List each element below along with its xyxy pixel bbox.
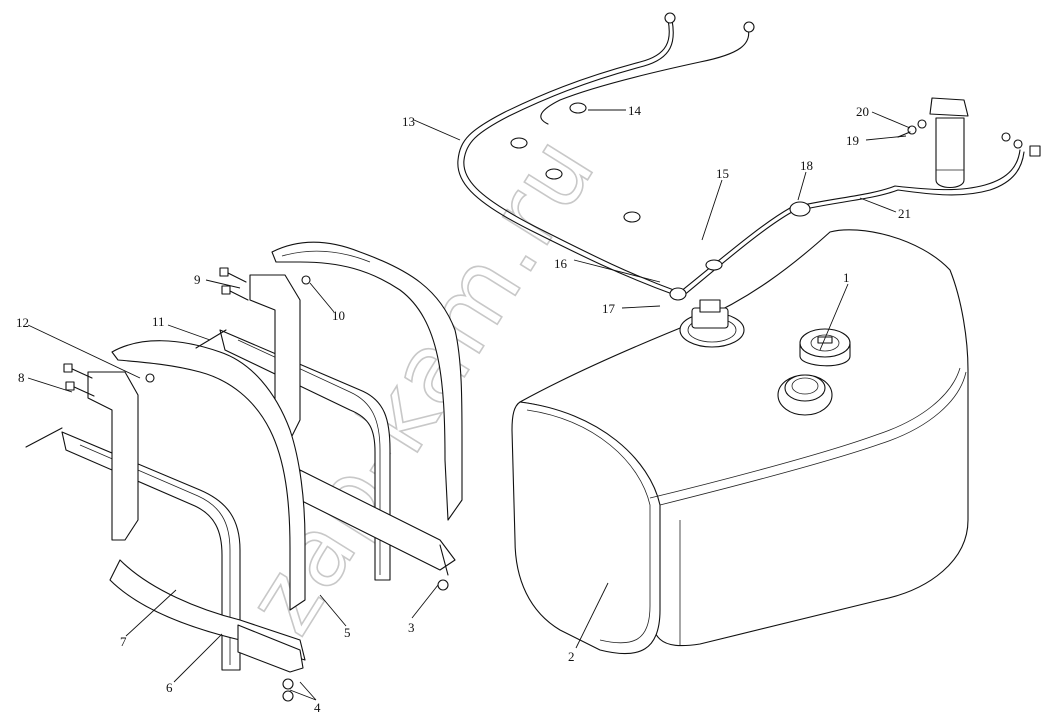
fuel-cap: [799, 328, 851, 367]
fuel-lines: [457, 12, 1025, 301]
rear-bracket-frame: [219, 274, 456, 591]
label-12: 12: [16, 315, 29, 330]
label-7: 7: [120, 634, 127, 649]
rear-strap: [271, 241, 463, 521]
label-19: 19: [846, 133, 859, 148]
label-5: 5: [344, 625, 351, 640]
label-4: 4: [314, 700, 321, 715]
fuel-filter: [897, 97, 1041, 189]
label-3: 3: [408, 620, 415, 635]
label-10: 10: [332, 308, 345, 323]
label-6: 6: [166, 680, 173, 695]
pipe-clips: [510, 102, 723, 271]
label-8: 8: [18, 370, 25, 385]
bolts: [25, 267, 311, 448]
fuel-tank: [511, 229, 969, 655]
label-1: 1: [843, 270, 850, 285]
label-11: 11: [152, 314, 165, 329]
label-17: 17: [602, 301, 616, 316]
front-strap: [111, 340, 306, 611]
part-number-labels: 1 2 3 4 5 6 7 8 9 10 11 12 13 14 15 16 1…: [16, 103, 911, 715]
front-bracket-frame: [61, 371, 306, 702]
label-16: 16: [554, 256, 568, 271]
label-20: 20: [856, 104, 869, 119]
label-9: 9: [194, 272, 201, 287]
label-14: 14: [628, 103, 642, 118]
label-2: 2: [568, 649, 575, 664]
label-15: 15: [716, 166, 729, 181]
label-13: 13: [402, 114, 415, 129]
leader-lines: [27, 109, 911, 701]
label-21: 21: [898, 206, 911, 221]
label-18: 18: [800, 158, 813, 173]
